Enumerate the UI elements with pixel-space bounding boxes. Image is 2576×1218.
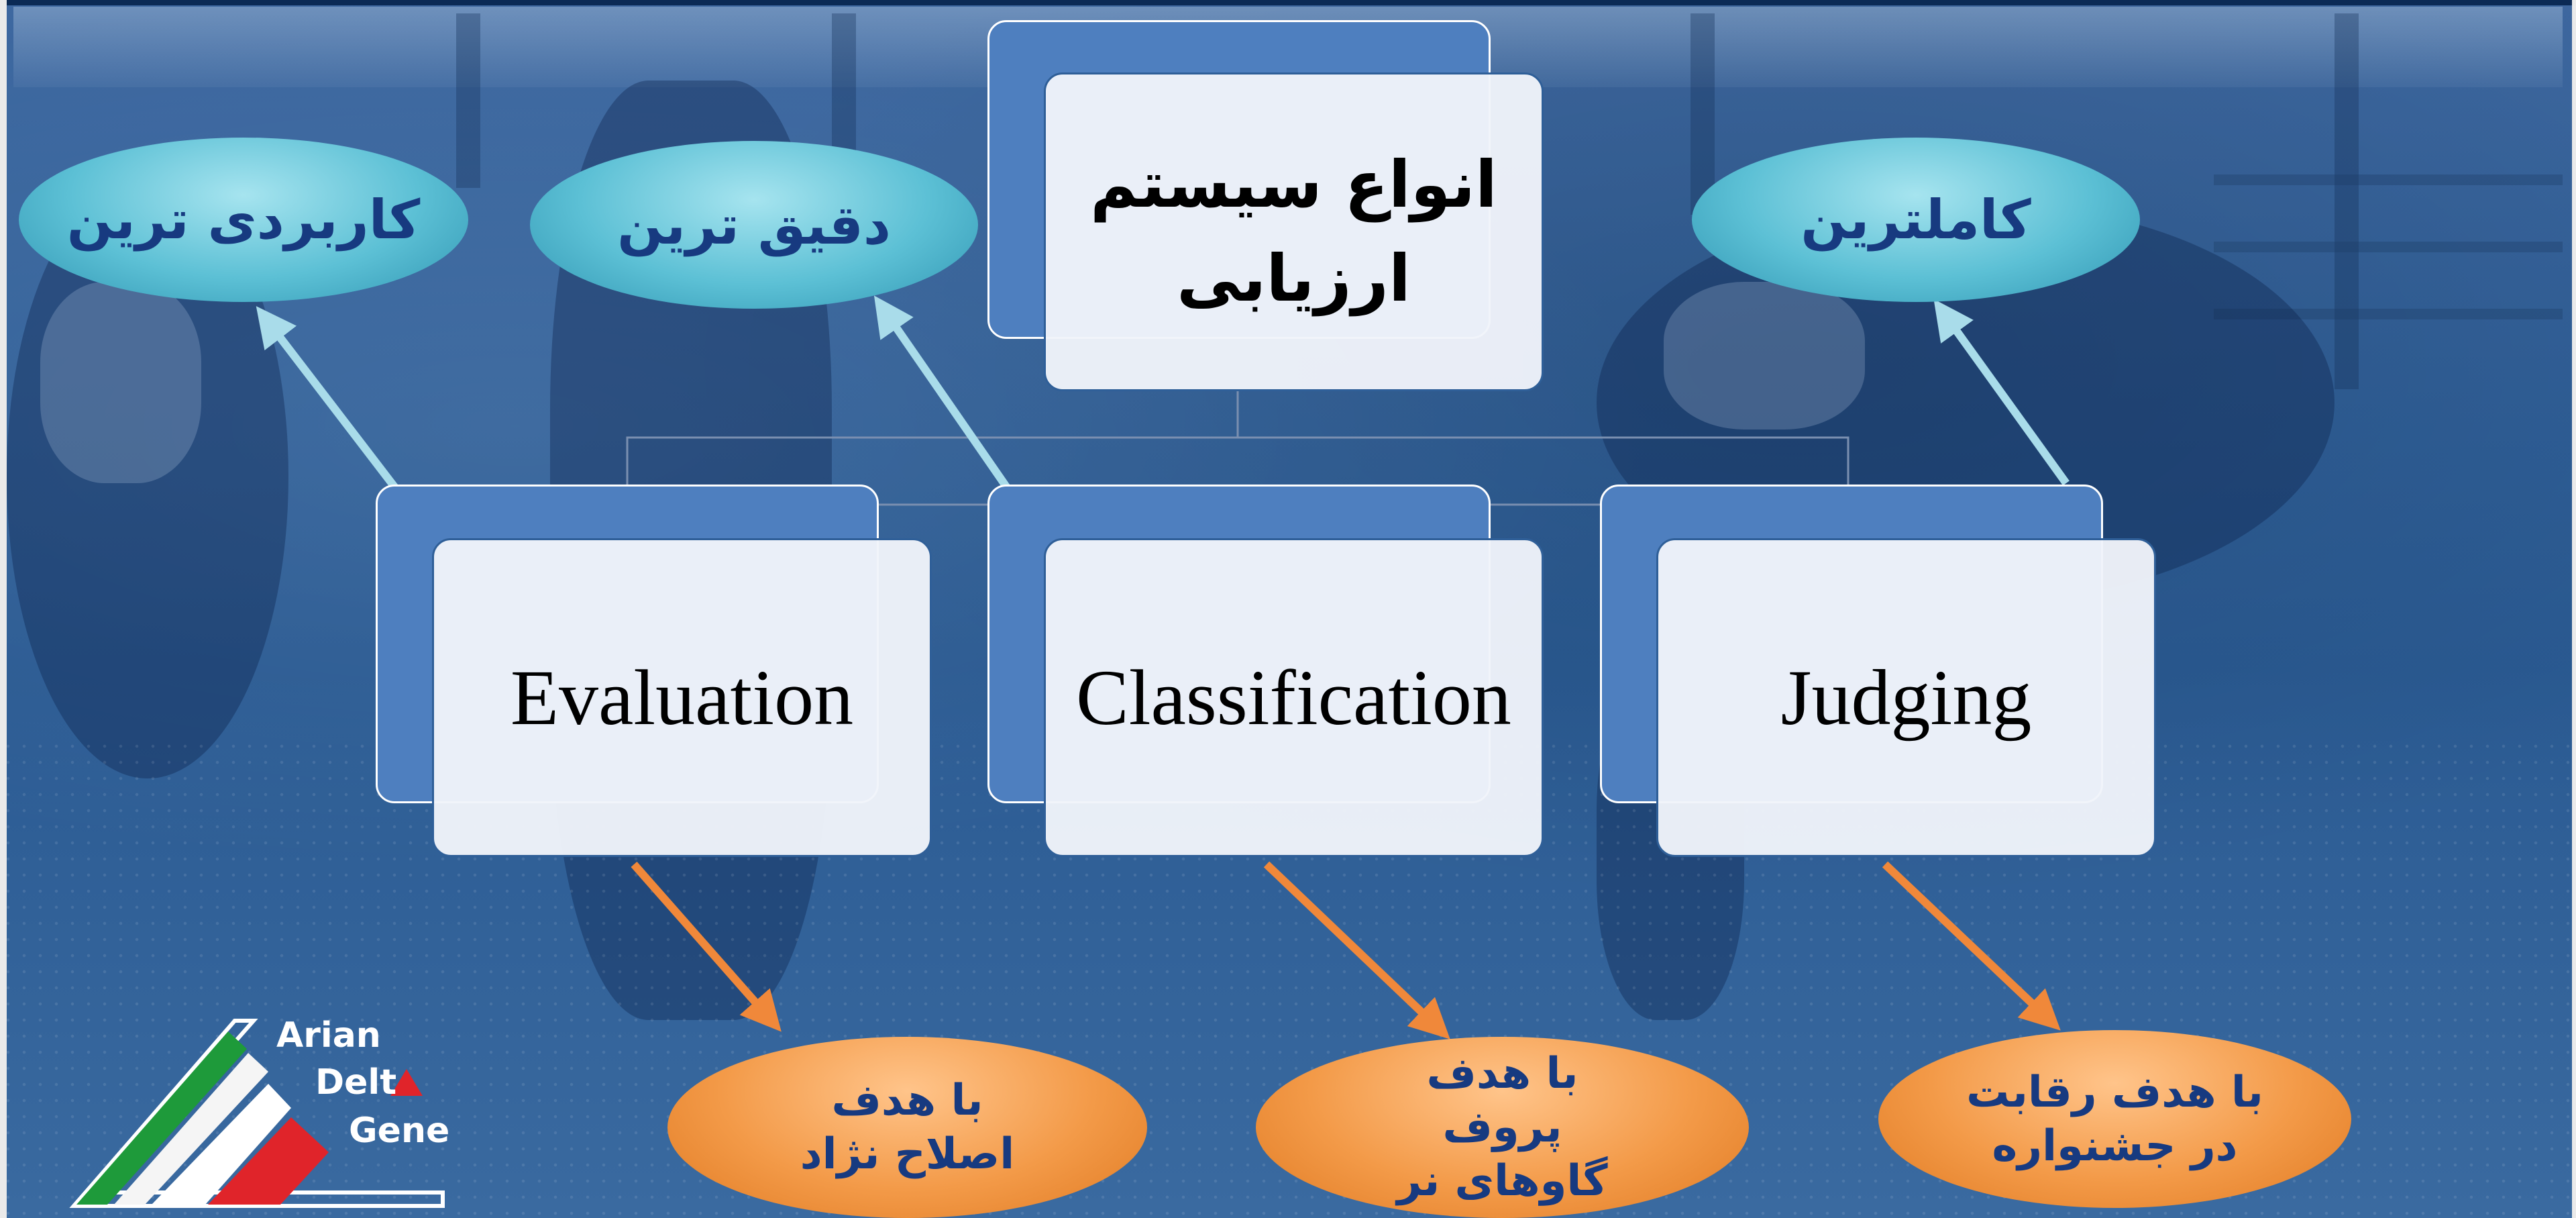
attribute-oval-judging: کاملترین (1692, 138, 2140, 302)
title-card: انواع سیستم ارزیابی (1044, 72, 1544, 391)
fence-rail (2214, 309, 2563, 319)
arrow-down-classification (1263, 861, 1450, 1039)
fence-rail (2214, 174, 2563, 185)
logo-text-gene: Gene (349, 1111, 450, 1151)
frame-edge (2572, 0, 2576, 1218)
barn-post (2334, 13, 2359, 389)
arrow-up-judging (1933, 299, 2070, 486)
attribute-classification-text: دقیق ترین (617, 193, 891, 256)
arrow-down-judging (1882, 861, 2061, 1031)
evaluation-card: Evaluation (432, 538, 932, 857)
judging-card: Judging (1656, 538, 2156, 857)
top-bar (0, 0, 2576, 5)
arrow-up-evaluation (256, 306, 399, 491)
arian-delt-gene-logo: Arian Delt Gene (67, 1010, 470, 1211)
arrow-down-evaluation (631, 862, 782, 1032)
goal-evaluation-text: با هدف اصلاح نژاد (800, 1076, 1015, 1179)
barn-post (1690, 13, 1715, 215)
classification-card: Classification (1044, 538, 1544, 857)
goal-oval-judging: با هدف رقابت در جشنواره (1878, 1030, 2351, 1208)
attribute-oval-classification: دقیق ترین (530, 141, 978, 309)
goal-judging-text: با هدف رقابت در جشنواره (1966, 1067, 2263, 1171)
attribute-evaluation-text: کاربردی ترین (66, 189, 421, 251)
cow-patch (1664, 282, 1865, 429)
logo-text-arian: Arian (276, 1015, 381, 1056)
diagram-title: انواع سیستم ارزیابی (1090, 147, 1497, 316)
frame-edge (0, 0, 7, 1218)
goal-classification-text: با هدف پروف گاوهای نر (1397, 1049, 1608, 1206)
logo-flag-icon (69, 1019, 445, 1208)
arrow-up-classification (873, 295, 1011, 491)
goal-oval-classification: با هدف پروف گاوهای نر (1256, 1037, 1749, 1218)
classification-label: Classification (1076, 653, 1511, 742)
attribute-judging-text: کاملترین (1801, 189, 2031, 251)
judging-label: Judging (1780, 653, 2032, 742)
evaluation-label: Evaluation (510, 653, 854, 742)
attribute-oval-evaluation: کاربردی ترین (19, 138, 468, 302)
cow-patch (40, 282, 201, 483)
fence-rail (2214, 242, 2563, 252)
logo-text-delt: Delt (315, 1062, 397, 1103)
goal-oval-evaluation: با هدف اصلاح نژاد (667, 1037, 1147, 1218)
barn-post (456, 13, 480, 188)
